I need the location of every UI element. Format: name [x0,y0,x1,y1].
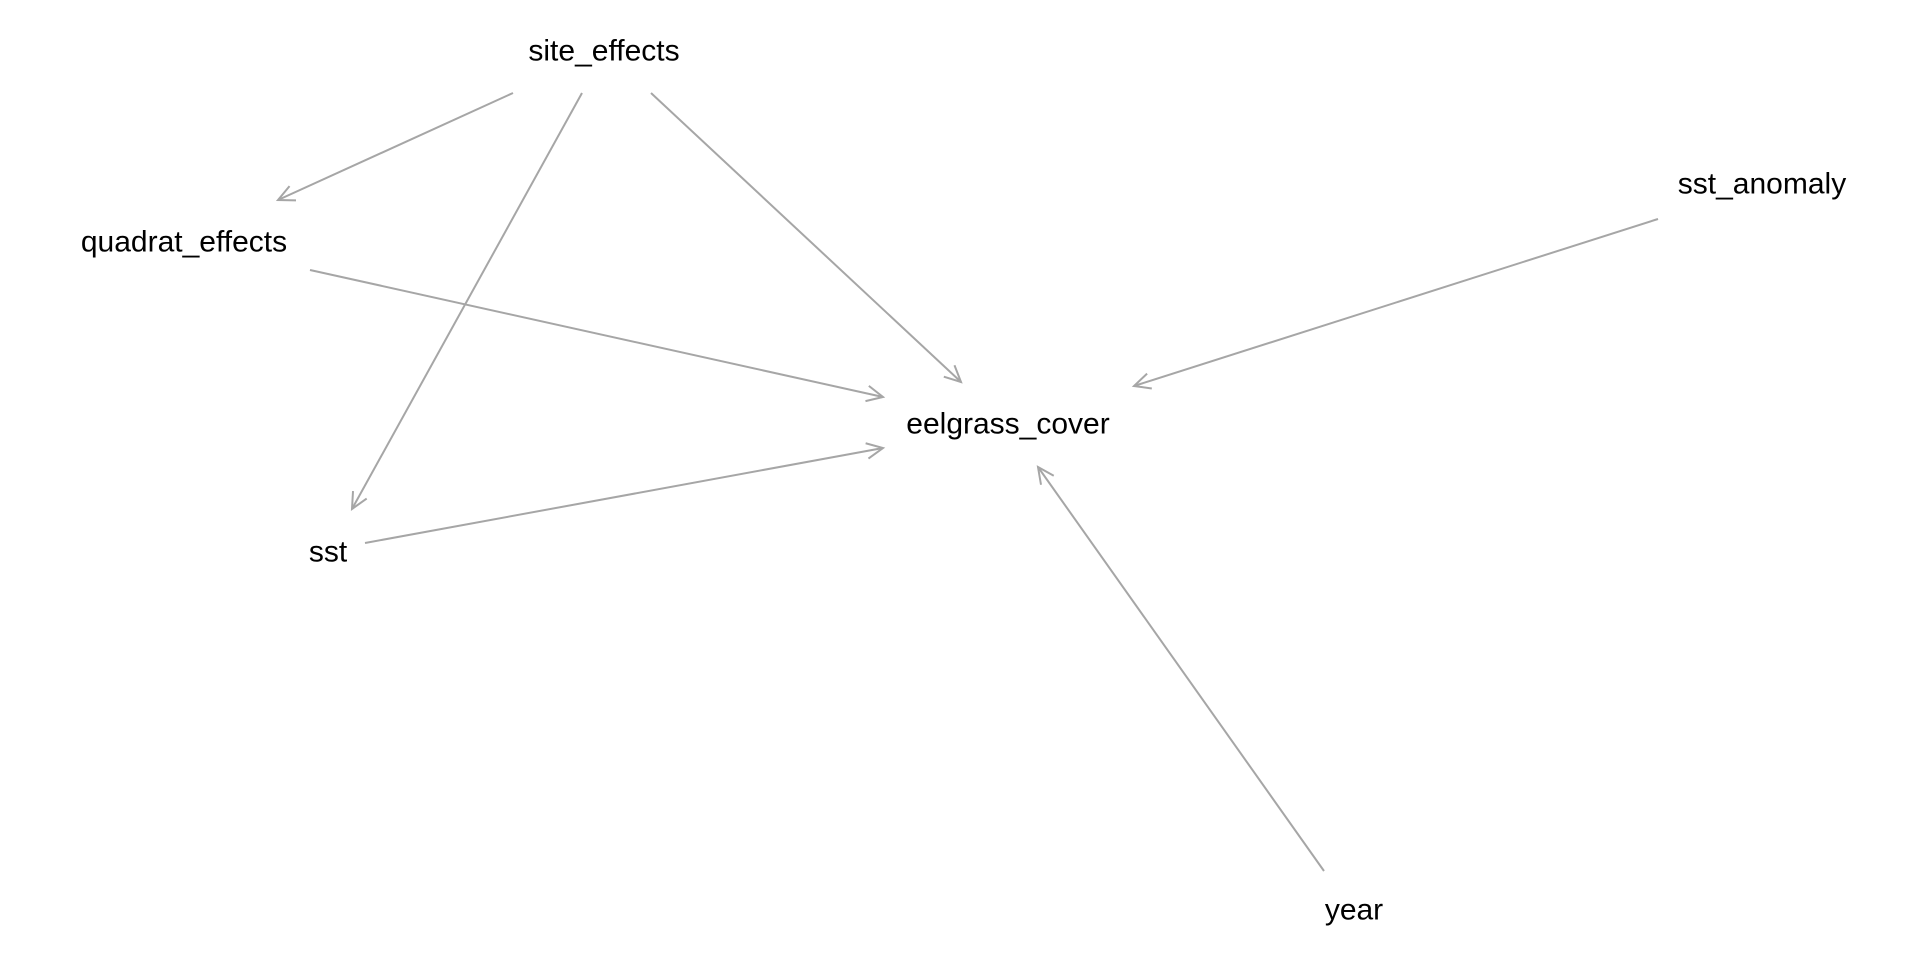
edge-line [650,92,962,383]
edge-quadrat_effects-to-eelgrass_cover [309,269,886,403]
edge-site_effects-to-sst [350,92,583,512]
edge-sst_anomaly-to-eelgrass_cover [1131,218,1659,390]
arrowhead-icon [865,442,886,460]
arrowhead-icon [943,364,963,384]
edge-site_effects-to-quadrat_effects [275,92,514,202]
node-site-effects: site_effects [528,35,679,68]
edge-layer [275,92,1659,872]
node-sst: sst [309,536,348,569]
edge-line [1037,466,1325,872]
arrowhead-icon [350,490,368,512]
node-sst-anomaly: sst_anomaly [1678,168,1846,201]
edge-line [351,92,583,510]
edge-line [1133,218,1659,387]
arrowhead-icon [275,185,297,202]
arrowhead-icon [1036,465,1055,485]
arrowhead-icon [1131,372,1152,390]
edge-line [277,92,514,201]
node-quadrat-effects: quadrat_effects [81,226,287,259]
edge-line [309,269,884,398]
node-eelgrass-cover: eelgrass_cover [906,408,1109,441]
edge-year-to-eelgrass_cover [1036,465,1325,872]
edge-sst-to-eelgrass_cover [364,442,886,544]
arrowhead-icon [865,385,886,403]
node-layer: site_effects quadrat_effects sst_anomalyee… [81,35,1846,927]
edge-line [364,447,884,544]
edge-site_effects-to-eelgrass_cover [650,92,963,384]
node-year: year [1325,894,1383,927]
